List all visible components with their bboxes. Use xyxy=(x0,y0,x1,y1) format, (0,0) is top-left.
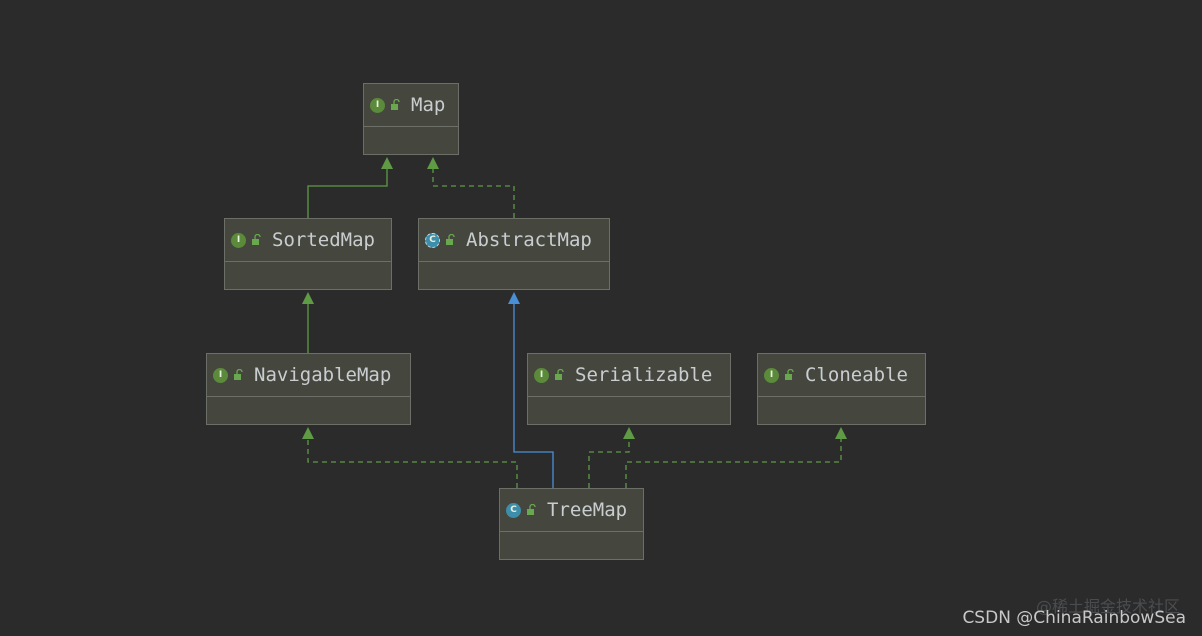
node-serializable-members xyxy=(528,397,730,425)
edge-treemap-implements-navigablemap xyxy=(302,427,518,488)
node-map[interactable]: I Map xyxy=(363,83,459,155)
node-navigablemap-header: I NavigableMap xyxy=(207,354,410,397)
node-treemap-header: C TreeMap xyxy=(500,489,643,532)
abstract-class-icon: C xyxy=(425,232,440,248)
edge-treemap-extends-abstractmap xyxy=(508,292,554,488)
node-abstractmap-header: C AbstractMap xyxy=(419,219,609,262)
unlock-icon xyxy=(234,369,243,380)
node-navigablemap-members xyxy=(207,397,410,425)
unlock-icon xyxy=(555,369,564,380)
node-cloneable-members xyxy=(758,397,925,425)
edge-treemap-implements-serializable xyxy=(588,427,635,488)
unlock-icon xyxy=(527,504,536,515)
node-serializable[interactable]: I Serializable xyxy=(527,353,731,425)
watermark-csdn: CSDN @ChinaRainbowSea xyxy=(962,608,1186,628)
node-label: NavigableMap xyxy=(254,364,392,386)
interface-icon: I xyxy=(213,367,228,383)
node-map-members xyxy=(364,127,458,155)
node-treemap-members xyxy=(500,532,643,560)
interface-icon: I xyxy=(231,232,246,248)
unlock-icon xyxy=(252,234,261,245)
node-label: AbstractMap xyxy=(466,229,592,251)
edge-navigablemap-extends-sortedmap xyxy=(302,292,314,353)
node-label: SortedMap xyxy=(272,229,375,251)
class-icon: C xyxy=(506,502,521,518)
interface-icon: I xyxy=(370,97,385,113)
node-cloneable-header: I Cloneable xyxy=(758,354,925,397)
node-serializable-header: I Serializable xyxy=(528,354,730,397)
node-navigablemap[interactable]: I NavigableMap xyxy=(206,353,411,425)
node-label: Serializable xyxy=(575,364,713,386)
node-treemap[interactable]: C TreeMap xyxy=(499,488,644,560)
edge-treemap-implements-cloneable xyxy=(625,427,847,488)
watermark-juejin: @稀土掘金技术社区 xyxy=(1035,597,1180,616)
node-sortedmap-members xyxy=(225,262,391,290)
node-cloneable[interactable]: I Cloneable xyxy=(757,353,926,425)
node-label: Cloneable xyxy=(805,364,908,386)
interface-icon: I xyxy=(534,367,549,383)
unlock-icon xyxy=(785,369,794,380)
node-label: TreeMap xyxy=(547,499,628,521)
node-abstractmap-members xyxy=(419,262,609,290)
node-map-header: I Map xyxy=(364,84,458,127)
node-abstractmap[interactable]: C AbstractMap xyxy=(418,218,610,290)
edge-abstractmap-implements-map xyxy=(427,157,515,218)
unlock-icon xyxy=(446,234,455,245)
node-label: Map xyxy=(411,94,446,116)
node-sortedmap[interactable]: I SortedMap xyxy=(224,218,392,290)
interface-icon: I xyxy=(764,367,779,383)
node-sortedmap-header: I SortedMap xyxy=(225,219,391,262)
unlock-icon xyxy=(391,99,400,110)
edge-sortedmap-extends-map xyxy=(307,157,393,218)
